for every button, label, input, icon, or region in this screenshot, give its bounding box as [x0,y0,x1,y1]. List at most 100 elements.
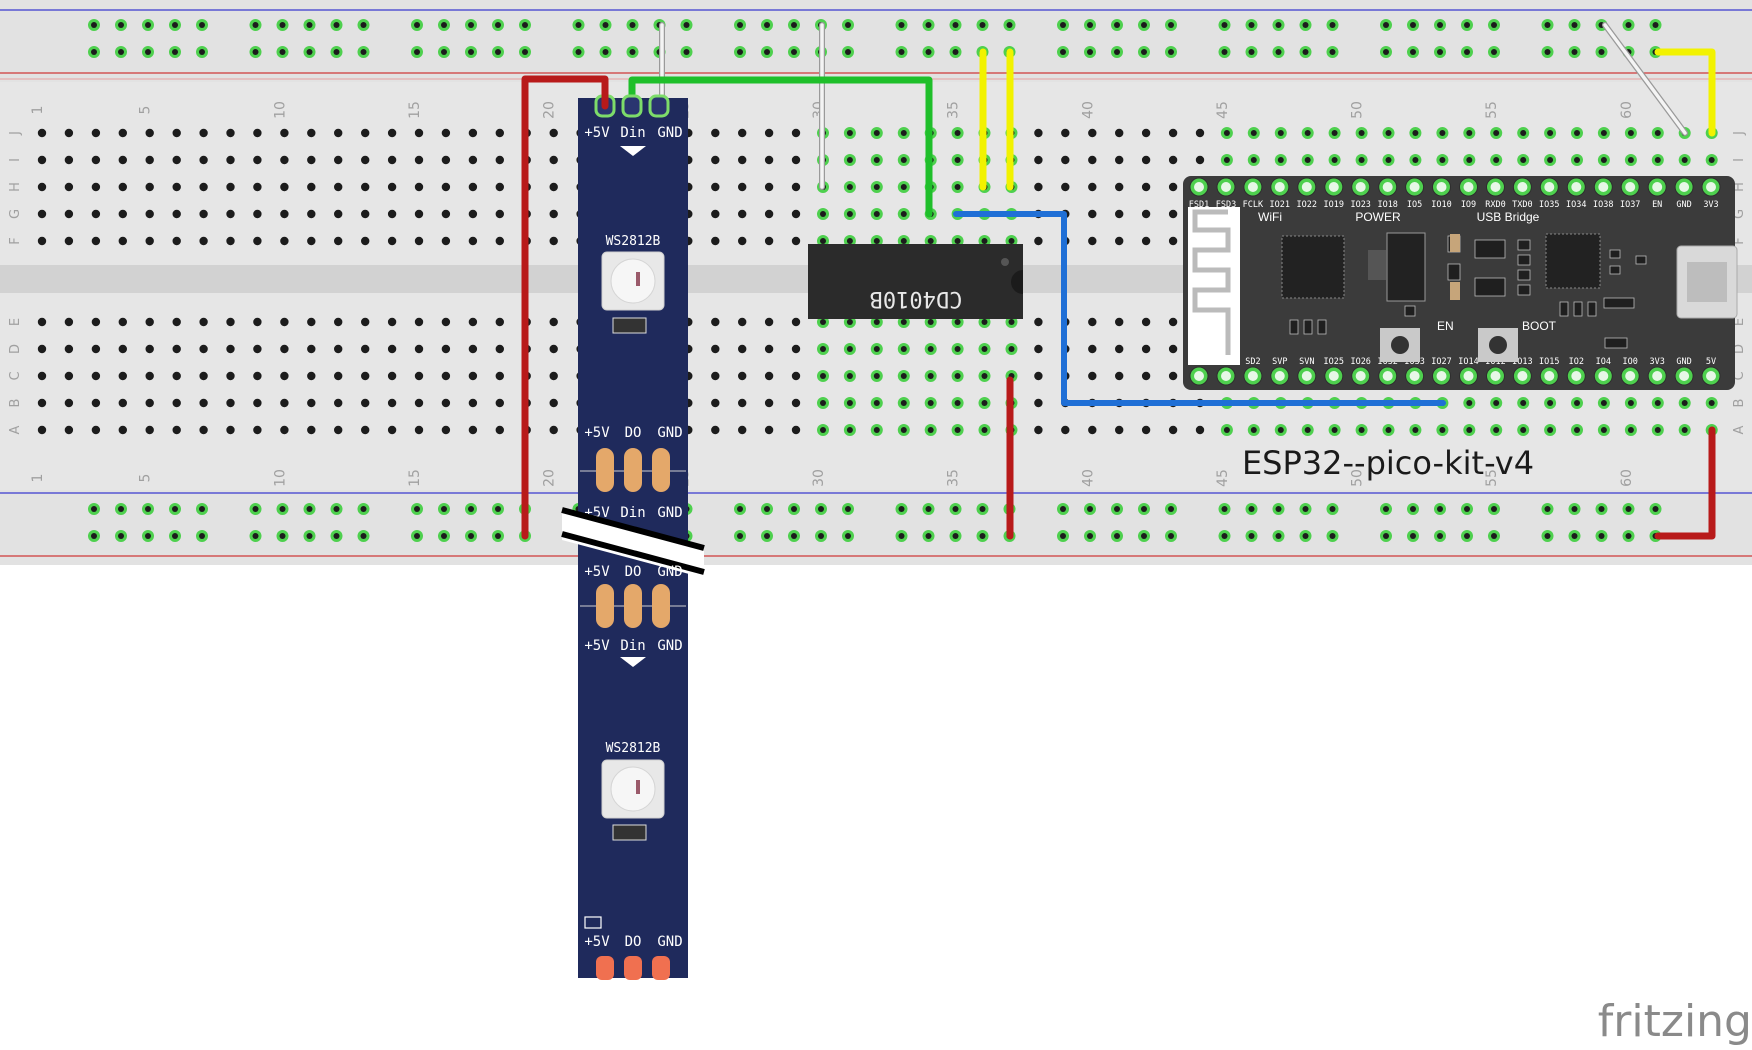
breadboard-hole [307,155,316,165]
breadboard-hole [711,371,720,381]
power-rail-hole-center [952,506,959,512]
esp32-pin-hole [1221,371,1231,381]
breadboard-labels: 1155101015152020252530303535404045455050… [8,101,1747,487]
power-rail-hole-center [145,22,151,28]
breadboard-hole [1115,209,1124,219]
power-rail-hole-center [952,49,959,55]
end-pad-c [652,956,670,980]
breadboard-hole [414,371,424,381]
power-rail-hole-center [1087,22,1093,28]
esp32-pin-hole [1247,371,1258,381]
breadboard-hole-center [1223,130,1230,136]
breadboard-hole [361,182,370,192]
power-rail-hole-center [764,506,770,512]
breadboard-hole [1168,155,1178,165]
column-number-top: 20 [542,101,558,119]
power-rail-hole-center [1221,506,1228,512]
breadboard-hole [414,398,424,408]
power-rail-hole-center [952,533,959,539]
breadboard-hole [172,371,181,381]
breadboard-hole [387,344,397,354]
power-rail-hole-center [252,533,259,539]
breadboard-hole [495,236,504,246]
power-rail-hole-center [199,49,205,55]
ic-body [808,244,1023,319]
antenna-area [1188,207,1240,365]
column-number-top: 35 [946,101,962,119]
esp32-pin-hole [1679,371,1690,381]
esp32-pin-hole [1625,182,1636,192]
breadboard-hole [307,236,316,246]
breadboard-hole [91,128,101,138]
breadboard-hole [253,236,262,246]
esp32-top-pin-label: IO18 [1377,200,1397,210]
breadboard-hole [711,425,720,435]
breadboard-hole [441,371,451,381]
breadboard-hole [145,425,154,435]
boot-button-cap [1489,336,1507,354]
breadboard-hole [253,425,262,435]
breadboard-hole-center [1250,157,1257,163]
row-letter: H [8,182,23,192]
power-rail-hole-center [306,22,313,28]
esp32-pin-hole [1274,371,1285,381]
label-usb-bridge: USB Bridge [1477,210,1540,224]
esp32-pin-hole [1194,182,1204,192]
breadboard-hole [334,236,343,246]
breadboard-hole [280,317,289,327]
breadboard-hole [1034,344,1043,354]
power-rail-hole-center [845,22,851,28]
power-rail-hole-center [602,22,609,28]
breadboard-hole [387,128,397,138]
power-rail-hole-center [818,506,824,512]
top-power-rail [0,0,1752,82]
breadboard-hole [91,317,101,327]
esp32-chip [1281,235,1345,299]
label-wifi: WiFi [1258,210,1282,224]
breadboard-hole [172,155,181,165]
column-number-top: 45 [1215,101,1231,119]
power-rail-hole-center [333,22,340,28]
esp32-top-pin-label: IO34 [1566,200,1586,210]
breadboard-hole-center [1600,427,1607,433]
esp32-top-pin-label: GND [1676,200,1691,210]
breadboard-hole [172,344,181,354]
breadboard-hole [334,371,343,381]
breadboard-hole [37,371,47,381]
breadboard-hole [549,344,558,354]
power-rail-hole-center [1464,506,1470,512]
esp32-pin-hole [1544,182,1555,192]
led-chip-label-2: WS2812B [606,741,661,756]
strip-arrow-2 [620,657,646,667]
breadboard-hole-center [1600,157,1607,163]
power-rail-hole-center [118,533,124,539]
esp32-pin-hole [1652,371,1663,381]
esp32-board: FSD1FCSFSD3FSD0FCLKSD2IO21SVPIO22SVNIO19… [1183,176,1738,390]
power-rail-hole-center [1248,49,1255,55]
breadboard-hole [91,371,101,381]
breadboard-hole [118,425,128,435]
breadboard-hole [441,425,451,435]
row-letter: C [1732,371,1747,380]
breadboard-hole [495,209,504,219]
power-rail-hole-center [737,49,743,55]
power-rail-hole-center [1491,22,1497,28]
column-number-bottom: 40 [1080,469,1096,487]
breadboard-hole-center [954,427,961,433]
breadboard-hole [1115,371,1124,381]
breadboard-hole-center [927,346,934,352]
esp32-top-pin-label: IO35 [1539,200,1559,210]
breadboard-hole [468,209,478,219]
strip-label-do-1: DO [625,425,642,441]
breadboard-hole-center [900,319,907,325]
column-number-bottom: 35 [946,469,962,487]
esp32-pin-hole [1571,371,1582,381]
power-rail-hole-center [683,49,690,55]
power-rail-hole-center [1491,533,1497,539]
breadboard-hole [118,317,128,327]
breadboard-hole [199,128,208,138]
esp32-bottom-pin-label: IO14 [1458,357,1478,367]
row-letter: F [1732,237,1747,244]
esp32-pin-hole [1490,182,1501,192]
power-rail-hole-center [1087,49,1093,55]
